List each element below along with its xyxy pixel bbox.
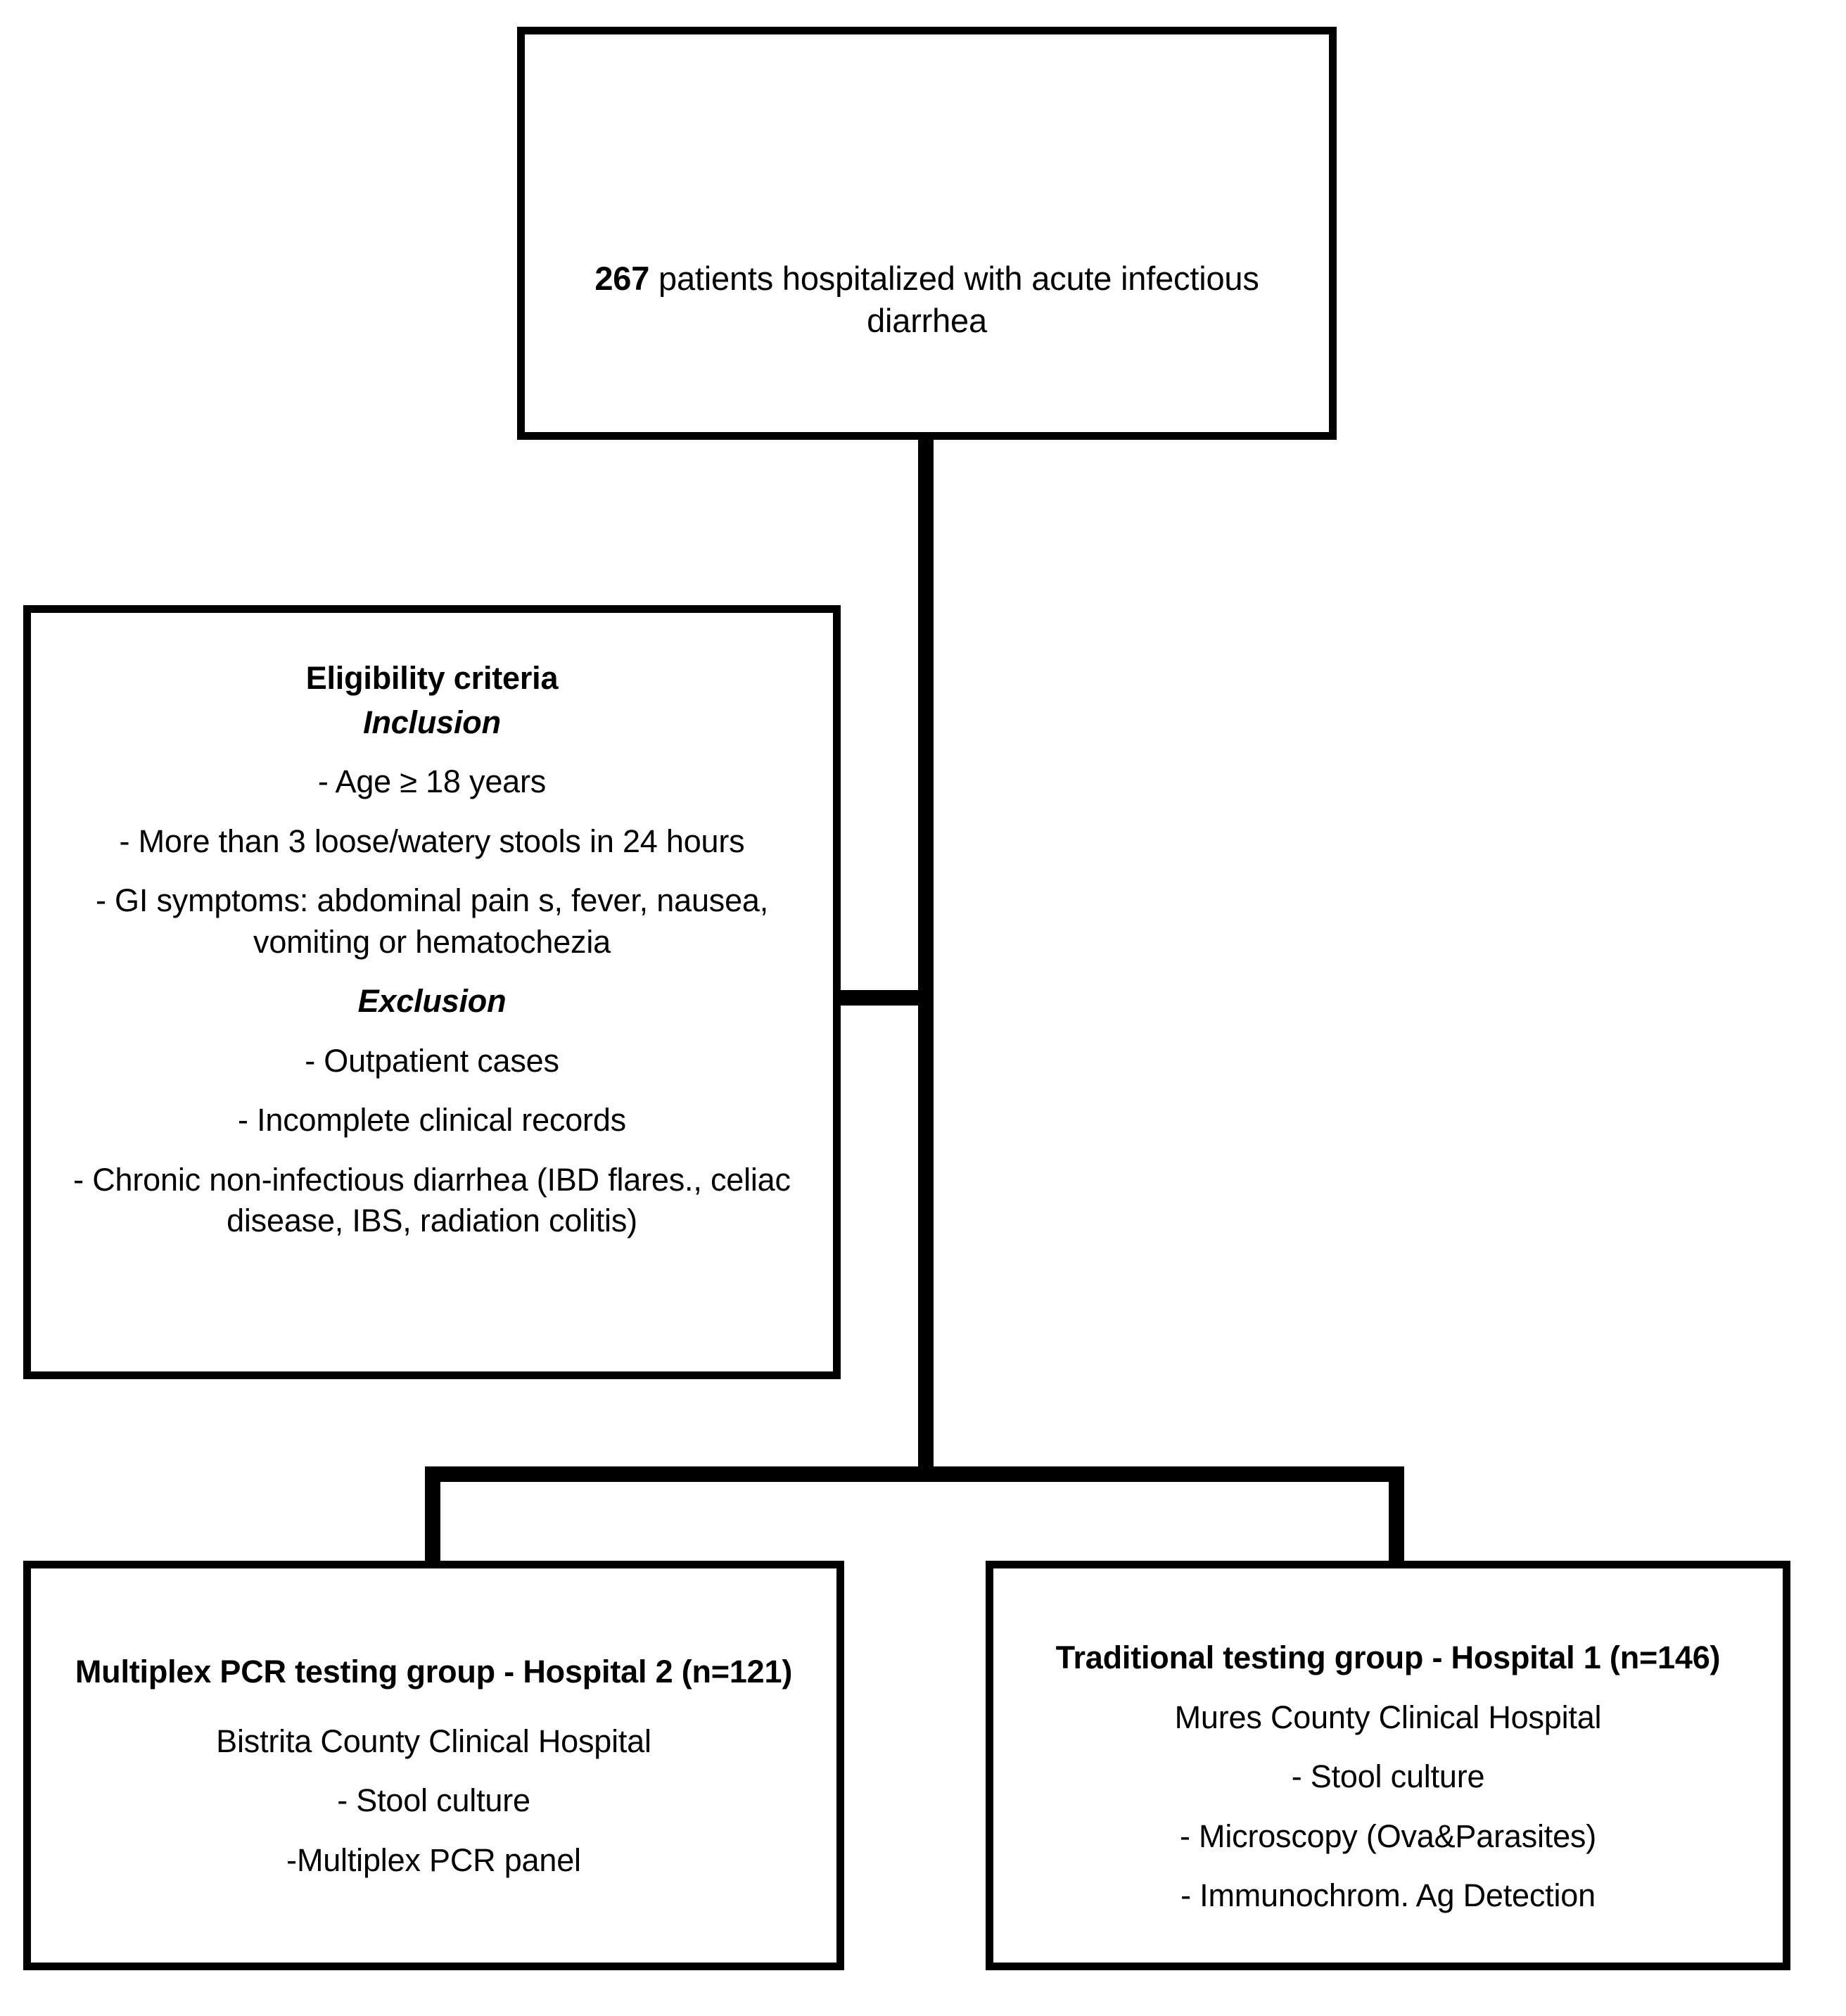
inclusion-item-age: - Age ≥ 18 years <box>317 763 547 799</box>
enrollment-count: 267 <box>594 259 650 297</box>
connector-enrollment-to-split <box>918 432 934 1482</box>
node-multiplex-pcr-group: Multiplex PCR testing group - Hospital 2… <box>23 1561 844 1970</box>
pcr-group-method-multiplex-panel: -Multiplex PCR panel <box>286 1841 581 1878</box>
exclusion-item-incomplete-records: - Incomplete clinical records <box>238 1102 626 1138</box>
exclusion-item-outpatient: - Outpatient cases <box>305 1042 559 1079</box>
pcr-group-title: Multiplex PCR testing group - Hospital 2… <box>75 1654 793 1689</box>
node-enrollment: 267 patients hospitalized with acute inf… <box>517 27 1337 440</box>
traditional-group-method-stool-culture: - Stool culture <box>1291 1758 1485 1794</box>
pcr-group-method-stool-culture: - Stool culture <box>337 1782 530 1818</box>
eligibility-heading: Eligibility criteria <box>305 660 559 696</box>
traditional-group-title: Traditional testing group - Hospital 1 (… <box>1055 1640 1721 1675</box>
enrollment-text: 267 patients hospitalized with acute inf… <box>525 258 1329 342</box>
node-traditional-group: Traditional testing group - Hospital 1 (… <box>986 1561 1790 1970</box>
traditional-group-hospital: Mures County Clinical Hospital <box>1174 1699 1602 1735</box>
inclusion-item-gi-symptoms: - GI symptoms: abdominal pain s, fever, … <box>95 882 777 960</box>
connector-eligibility-to-spine <box>833 990 926 1006</box>
pcr-group-hospital: Bistrita County Clinical Hospital <box>216 1723 651 1759</box>
exclusion-heading: Exclusion <box>357 983 507 1019</box>
node-eligibility-criteria: Eligibility criteria Inclusion - Age ≥ 1… <box>23 605 841 1379</box>
connector-drop-to-traditional-group <box>1389 1466 1404 1568</box>
enrollment-caption: patients hospitalized with acute infecti… <box>649 259 1268 339</box>
inclusion-heading: Inclusion <box>363 704 501 740</box>
connector-drop-to-pcr-group <box>425 1466 440 1568</box>
exclusion-item-chronic-noninfectious: - Chronic non-infectious diarrhea (IBD f… <box>73 1161 800 1239</box>
connector-split-bar <box>425 1466 1404 1482</box>
traditional-group-method-immunochrom: - Immunochrom. Ag Detection <box>1180 1877 1596 1913</box>
inclusion-item-stools: - More than 3 loose/watery stools in 24 … <box>119 823 745 859</box>
traditional-group-method-microscopy: - Microscopy (Ova&Parasites) <box>1179 1818 1597 1854</box>
